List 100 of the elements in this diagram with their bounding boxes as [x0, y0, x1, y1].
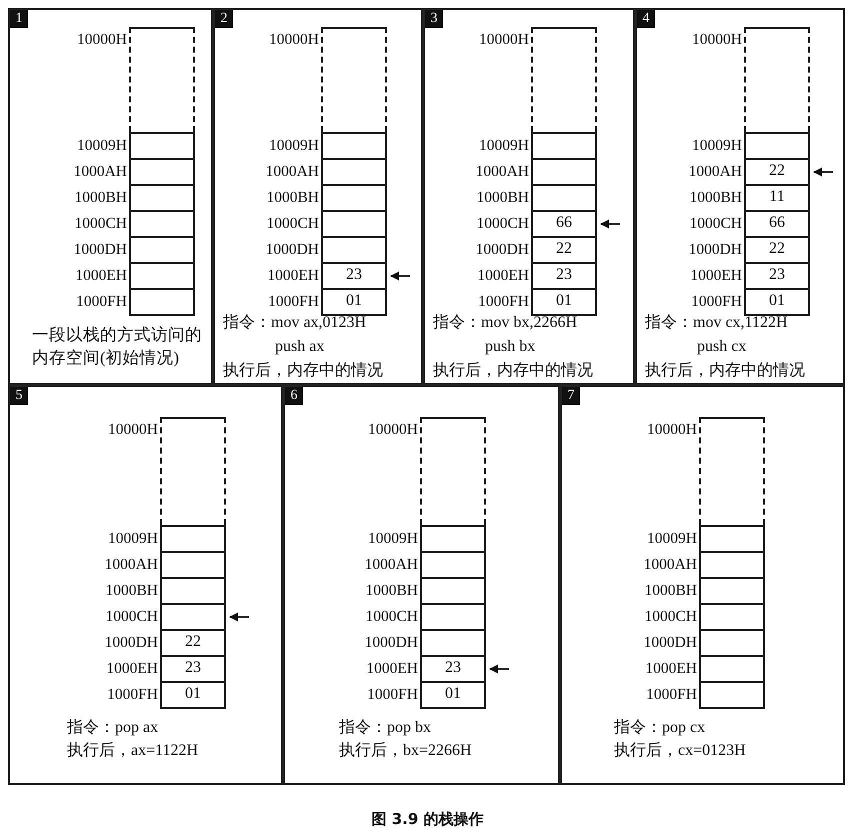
step-number: 6 — [285, 387, 303, 405]
address-label: 1000CH — [265, 214, 319, 234]
address-label: 1000CH — [643, 607, 697, 627]
cell-value: 23 — [556, 266, 572, 283]
caption-text: 执行后，cx=0123H — [614, 740, 746, 761]
memory-region-box — [699, 417, 765, 525]
cell-value: 23 — [769, 266, 785, 283]
memory-cell — [744, 288, 810, 316]
cell-value: 11 — [769, 188, 785, 205]
memory-region-box — [744, 27, 810, 132]
step-number: 7 — [562, 387, 580, 405]
address-label: 1000FH — [106, 685, 158, 705]
address-label: 1000FH — [690, 292, 742, 312]
memory-cell — [129, 288, 195, 316]
caption-text: 指令：pop cx — [614, 718, 706, 738]
address-label: 10000H — [646, 420, 697, 440]
address-label: 1000AH — [642, 555, 697, 575]
memory-cell — [420, 525, 486, 553]
memory-cell — [321, 288, 387, 316]
stack-panel — [635, 8, 845, 385]
memory-cell — [744, 262, 810, 290]
cell-value: 23 — [185, 659, 201, 676]
address-label: 1000DH — [264, 240, 319, 260]
address-label: 1000CH — [104, 607, 158, 627]
address-label: 10000H — [268, 30, 319, 50]
stack-panel — [213, 8, 423, 385]
address-label: 1000FH — [477, 292, 529, 312]
address-label: 1000AH — [264, 162, 319, 182]
step-number: 3 — [425, 10, 443, 28]
cell-value: 01 — [185, 685, 201, 702]
caption-text: 指令：mov cx,1122H — [645, 313, 788, 333]
address-label: 10000H — [691, 30, 742, 50]
step-number: 4 — [637, 10, 655, 28]
address-label: 1000BH — [688, 188, 742, 208]
memory-region-box — [321, 27, 387, 132]
memory-region-box — [160, 417, 226, 525]
address-label: 1000DH — [104, 633, 158, 653]
memory-cell — [744, 132, 810, 160]
memory-cell — [699, 525, 765, 553]
memory-cell — [129, 210, 195, 238]
stack-panel — [283, 385, 560, 785]
cell-value: 01 — [556, 292, 572, 309]
caption-text: 执行后，内存中的情况 — [223, 360, 383, 381]
address-label: 1000EH — [365, 659, 418, 679]
memory-cell — [531, 210, 597, 238]
memory-cell — [160, 603, 226, 631]
address-label: 10000H — [76, 30, 127, 50]
memory-cell — [129, 184, 195, 212]
address-label: 1000CH — [688, 214, 742, 234]
address-label: 1000AH — [688, 162, 742, 182]
cell-value: 66 — [556, 214, 572, 231]
memory-cell — [420, 603, 486, 631]
address-label: 1000DH — [364, 633, 418, 653]
memory-region-box — [531, 27, 597, 132]
memory-cell — [744, 158, 810, 186]
address-label: 10000H — [107, 420, 158, 440]
memory-cell — [699, 681, 765, 709]
memory-cell — [699, 577, 765, 605]
address-label: 1000AH — [72, 162, 127, 182]
address-label: 10009H — [646, 529, 697, 549]
address-label: 1000FH — [75, 292, 127, 312]
memory-cell — [321, 184, 387, 212]
memory-cell — [160, 629, 226, 657]
address-label: 1000EH — [476, 266, 529, 286]
caption-text: 执行后，bx=2266H — [339, 740, 472, 761]
memory-cell — [420, 629, 486, 657]
memory-cell — [160, 525, 226, 553]
caption-text: 指令：mov ax,0123H — [223, 313, 366, 333]
cell-value: 22 — [556, 240, 572, 257]
address-label: 1000DH — [688, 240, 742, 260]
address-label: 1000CH — [73, 214, 127, 234]
caption-text: 执行后，内存中的情况 — [433, 360, 593, 381]
memory-cell — [160, 577, 226, 605]
address-label: 1000BH — [265, 188, 319, 208]
address-label: 1000FH — [366, 685, 418, 705]
address-label: 1000EH — [105, 659, 158, 679]
memory-cell — [699, 655, 765, 683]
memory-cell — [321, 262, 387, 290]
cell-value: 66 — [769, 214, 785, 231]
pointer-arrow — [489, 664, 509, 674]
memory-cell — [531, 288, 597, 316]
address-label: 10009H — [367, 529, 418, 549]
cell-value: 22 — [769, 240, 785, 257]
memory-cell — [699, 629, 765, 657]
memory-cell — [420, 655, 486, 683]
memory-cell — [321, 132, 387, 160]
address-label: 1000FH — [267, 292, 319, 312]
cell-value: 01 — [769, 292, 785, 309]
memory-cell — [129, 236, 195, 264]
memory-region-box — [420, 417, 486, 525]
address-label: 10009H — [478, 136, 529, 156]
figure-caption: 图 3.9 的栈操作 — [370, 810, 485, 829]
memory-cell — [531, 184, 597, 212]
address-label: 1000BH — [475, 188, 529, 208]
address-label: 10009H — [268, 136, 319, 156]
address-label: 1000AH — [104, 555, 158, 575]
memory-region-box — [129, 27, 195, 132]
memory-cell — [420, 551, 486, 579]
address-label: 1000DH — [642, 633, 697, 653]
stack-panel — [423, 8, 635, 385]
